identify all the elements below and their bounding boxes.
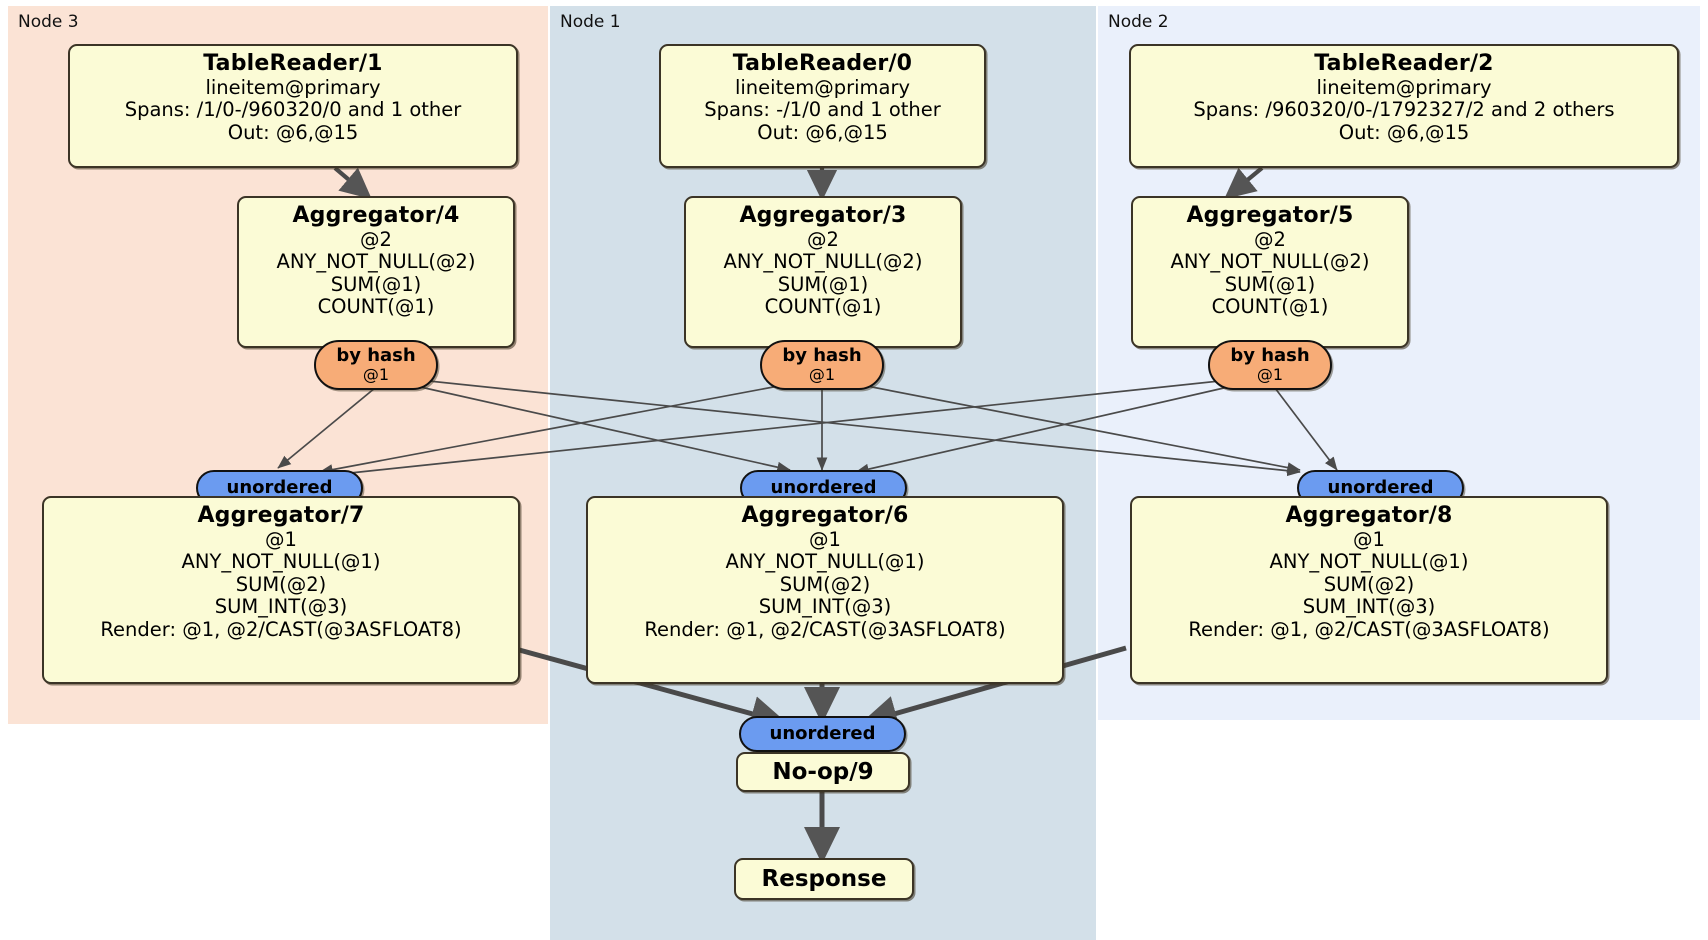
- node-line: @1: [809, 527, 841, 551]
- node-line: ANY_NOT_NULL(@2): [276, 250, 476, 274]
- node-line: lineitem@primary: [205, 75, 381, 99]
- region-label-node-1: Node 1: [560, 12, 621, 32]
- node-line: Spans: /1/0-/960320/0 and 1 other: [124, 98, 462, 122]
- node-tablereader-0[interactable]: TableReader/0 lineitem@primary Spans: -/…: [659, 44, 986, 168]
- hash-router-column: @1: [362, 364, 390, 384]
- node-line: Render: @1, @2/CAST(@3ASFLOAT8): [1188, 617, 1550, 641]
- node-line: ANY_NOT_NULL(@1): [1269, 550, 1469, 574]
- node-title: Aggregator/4: [292, 203, 460, 228]
- sync-unordered-noop[interactable]: unordered: [739, 716, 906, 752]
- node-response[interactable]: Response: [734, 858, 914, 900]
- node-title: Aggregator/7: [197, 503, 365, 528]
- node-aggregator-6[interactable]: Aggregator/6 @1 ANY_NOT_NULL(@1) SUM(@2)…: [586, 496, 1064, 684]
- node-aggregator-5[interactable]: Aggregator/5 @2 ANY_NOT_NULL(@2) SUM(@1)…: [1131, 196, 1409, 348]
- node-line: ANY_NOT_NULL(@2): [1170, 250, 1370, 274]
- node-line: Spans: -/1/0 and 1 other: [704, 98, 941, 122]
- node-aggregator-4[interactable]: Aggregator/4 @2 ANY_NOT_NULL(@2) SUM(@1)…: [237, 196, 515, 348]
- node-title: Aggregator/3: [739, 203, 907, 228]
- node-line: ANY_NOT_NULL(@1): [725, 550, 925, 574]
- node-line: SUM(@1): [1224, 272, 1316, 296]
- node-line: @2: [1254, 227, 1286, 251]
- region-label-node-2: Node 2: [1108, 12, 1169, 32]
- node-line: Render: @1, @2/CAST(@3ASFLOAT8): [644, 617, 1006, 641]
- region-label-node-3: Node 3: [18, 12, 79, 32]
- node-line: SUM(@2): [235, 572, 327, 596]
- hash-router-aggregator-3[interactable]: by hash @1: [760, 340, 884, 390]
- node-line: Out: @6,@15: [757, 120, 888, 144]
- sync-label: unordered: [769, 723, 876, 745]
- node-line: @2: [807, 227, 839, 251]
- node-title: Aggregator/8: [1285, 503, 1453, 528]
- node-line: COUNT(@1): [317, 295, 435, 319]
- node-tablereader-2[interactable]: TableReader/2 lineitem@primary Spans: /9…: [1129, 44, 1679, 168]
- hash-router-column: @1: [1256, 364, 1284, 384]
- node-title: TableReader/2: [1314, 51, 1494, 76]
- hash-router-aggregator-4[interactable]: by hash @1: [314, 340, 438, 390]
- hash-router-label: by hash: [782, 345, 862, 366]
- node-aggregator-7[interactable]: Aggregator/7 @1 ANY_NOT_NULL(@1) SUM(@2)…: [42, 496, 520, 684]
- node-line: SUM_INT(@3): [1302, 595, 1436, 619]
- hash-router-label: by hash: [1230, 345, 1310, 366]
- node-title: TableReader/1: [203, 51, 383, 76]
- hash-router-label: by hash: [336, 345, 416, 366]
- node-title: Response: [761, 866, 887, 892]
- node-line: SUM(@2): [779, 572, 871, 596]
- hash-router-column: @1: [808, 364, 836, 384]
- sync-label: unordered: [770, 477, 877, 499]
- sync-label: unordered: [1327, 477, 1434, 499]
- node-line: Spans: /960320/0-/1792327/2 and 2 others: [1193, 98, 1615, 122]
- node-line: @1: [265, 527, 297, 551]
- node-aggregator-3[interactable]: Aggregator/3 @2 ANY_NOT_NULL(@2) SUM(@1)…: [684, 196, 962, 348]
- node-title: Aggregator/5: [1186, 203, 1354, 228]
- node-line: ANY_NOT_NULL(@2): [723, 250, 923, 274]
- node-line: Out: @6,@15: [1338, 120, 1470, 144]
- node-line: SUM_INT(@3): [214, 595, 348, 619]
- hash-router-aggregator-5[interactable]: by hash @1: [1208, 340, 1332, 390]
- node-line: SUM(@2): [1323, 572, 1415, 596]
- node-line: SUM(@1): [777, 272, 869, 296]
- node-title: No-op/9: [772, 759, 874, 785]
- node-line: Render: @1, @2/CAST(@3ASFLOAT8): [100, 617, 462, 641]
- node-line: SUM_INT(@3): [758, 595, 892, 619]
- node-line: ANY_NOT_NULL(@1): [181, 550, 381, 574]
- node-line: Out: @6,@15: [227, 120, 359, 144]
- node-line: lineitem@primary: [1316, 75, 1492, 99]
- sync-label: unordered: [226, 477, 333, 499]
- node-tablereader-1[interactable]: TableReader/1 lineitem@primary Spans: /1…: [68, 44, 518, 168]
- node-aggregator-8[interactable]: Aggregator/8 @1 ANY_NOT_NULL(@1) SUM(@2)…: [1130, 496, 1608, 684]
- node-line: @2: [360, 227, 392, 251]
- node-noop-9[interactable]: No-op/9: [736, 752, 910, 792]
- node-line: @1: [1353, 527, 1385, 551]
- node-line: lineitem@primary: [734, 75, 911, 99]
- node-title: Aggregator/6: [741, 503, 909, 528]
- node-line: COUNT(@1): [764, 295, 882, 319]
- node-title: TableReader/0: [732, 51, 913, 76]
- node-line: COUNT(@1): [1211, 295, 1329, 319]
- node-line: SUM(@1): [330, 272, 422, 296]
